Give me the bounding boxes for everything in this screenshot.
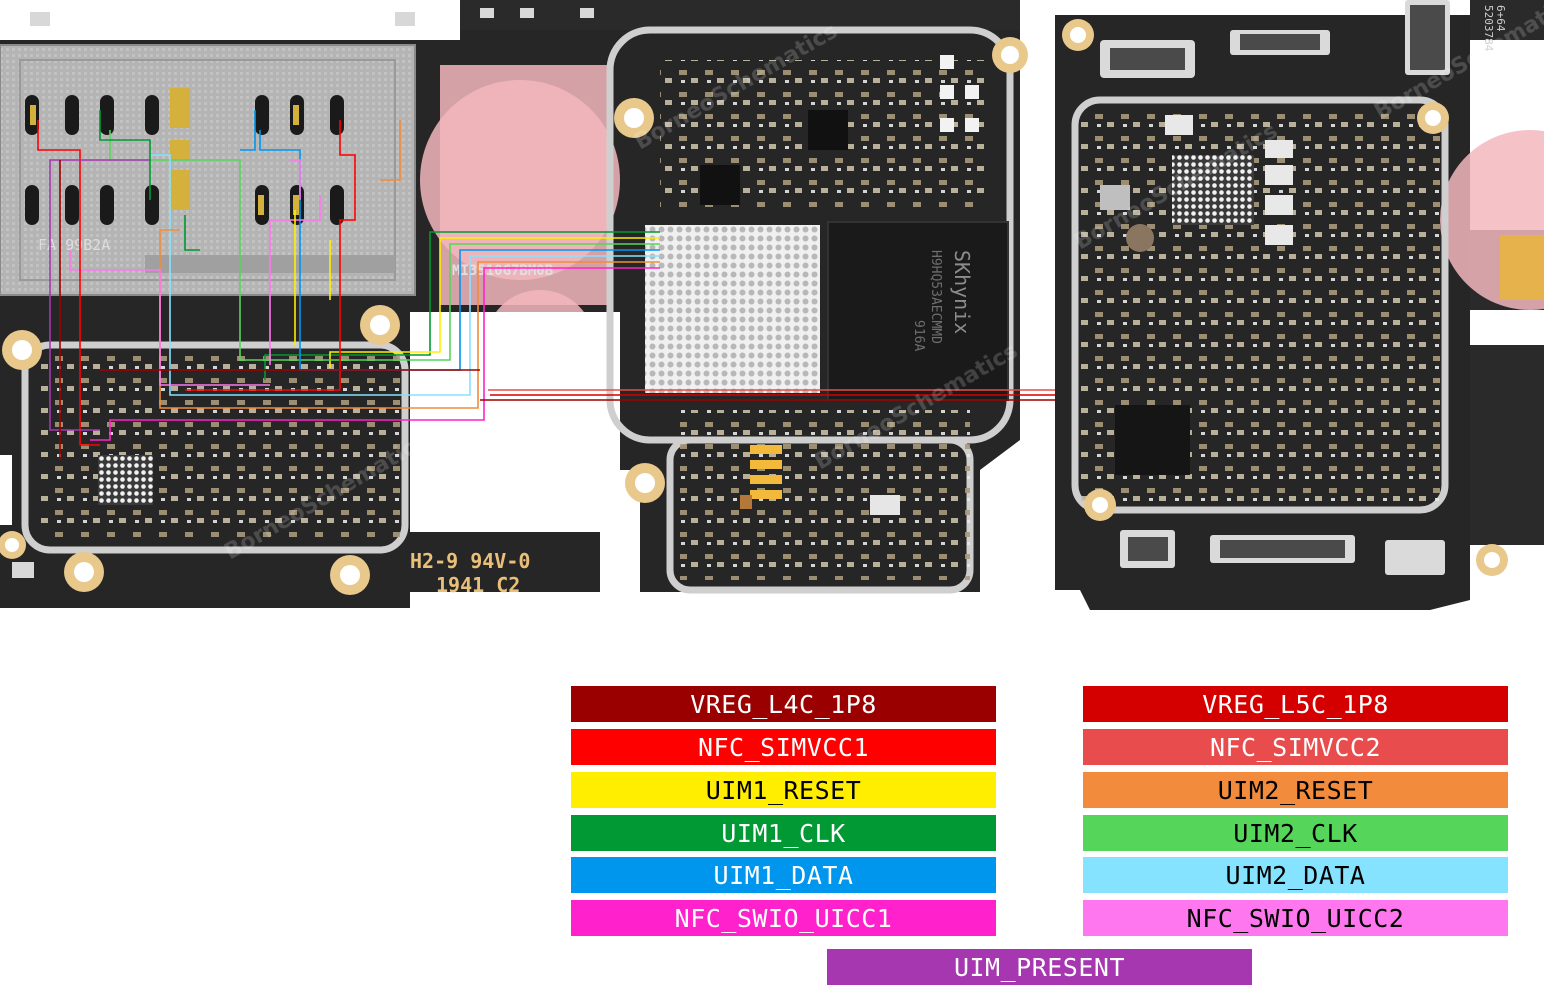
legend-label-nfc-simvcc2: NFC_SIMVCC2 [1083,729,1508,765]
legend-label-uim2-clk: UIM2_CLK [1083,815,1508,851]
pcb-board-photo: FA 99B2A SKhynix H9HQ53AECMMD 916A MI351… [0,0,1544,610]
legend-label-vreg-l5c-1p8: VREG_L5C_1P8 [1083,686,1508,722]
legend-label-uim-present: UIM_PRESENT [827,949,1252,985]
legend-label-uim1-clk: UIM1_CLK [571,815,996,851]
silkscreen-line-1: H2-9 94V-0 [410,549,530,573]
edge-code-1: 6+64 [1494,5,1507,32]
legend-label-uim2-data: UIM2_DATA [1083,857,1508,893]
right-board: 6+64 5203784 [1055,0,1544,610]
legend-label-vreg-l4c-1p8: VREG_L4C_1P8 [571,686,996,722]
memory-part: H9HQ53AECMMD [928,250,943,344]
left-board: FA 99B2A SKhynix H9HQ53AECMMD 916A MI351… [0,0,1028,608]
tray-marking: FA 99B2A [38,236,110,254]
silkscreen-line-2: 1941 C2 [436,573,520,597]
legend-label-nfc-swio-uicc2: NFC_SWIO_UICC2 [1083,900,1508,936]
memory-date: 916A [911,320,926,351]
legend-label-nfc-simvcc1: NFC_SIMVCC1 [571,729,996,765]
legend-label-uim2-reset: UIM2_RESET [1083,772,1508,808]
edge-code-2: 5203784 [1482,5,1495,52]
legend-label-uim1-reset: UIM1_RESET [571,772,996,808]
legend-label-uim1-data: UIM1_DATA [571,857,996,893]
chip-marking: MI3510G7BM0B [452,263,553,279]
svg-text:BorneoSchematics: BorneoSchematics [81,0,293,45]
memory-brand: SKhynix [950,250,974,334]
legend-label-nfc-swio-uicc1: NFC_SWIO_UICC1 [571,900,996,936]
